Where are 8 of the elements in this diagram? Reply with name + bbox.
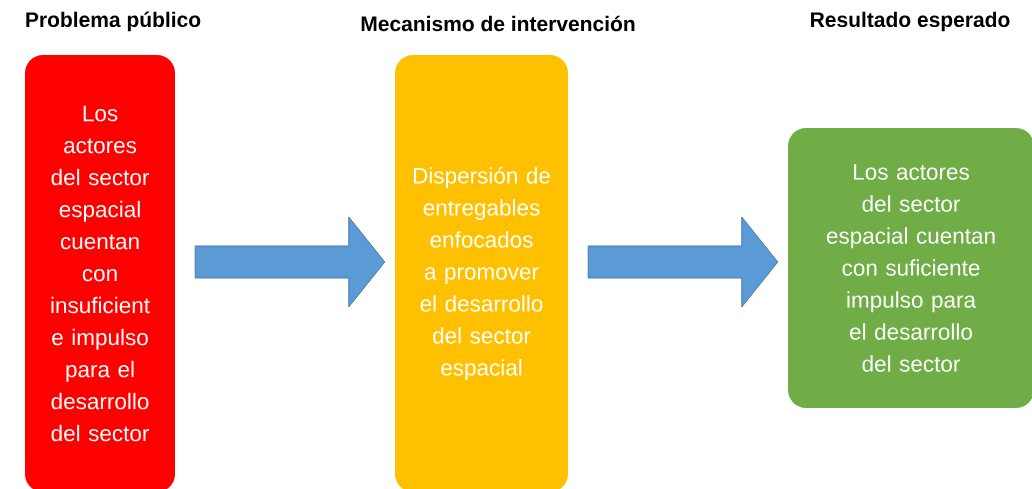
process-box: Los actores del sector espacial cuentan con insuficient e impulso para el desarrollo del sector: [25, 55, 175, 489]
heading: Problema público: [26, 11, 201, 32]
process-box: Los actores del sector espacial cuentan con suficiente impulso para el desarrollo del sector: [788, 128, 1032, 408]
block-arrow: [587, 216, 779, 308]
block-arrow: [194, 216, 386, 308]
process-box: Dispersión de entregables enfocados a promover el desarrollo del sector espacial: [395, 55, 568, 489]
heading: Resultado esperado: [811, 11, 1010, 32]
heading: Mecanismo de intervención: [361, 15, 635, 32]
